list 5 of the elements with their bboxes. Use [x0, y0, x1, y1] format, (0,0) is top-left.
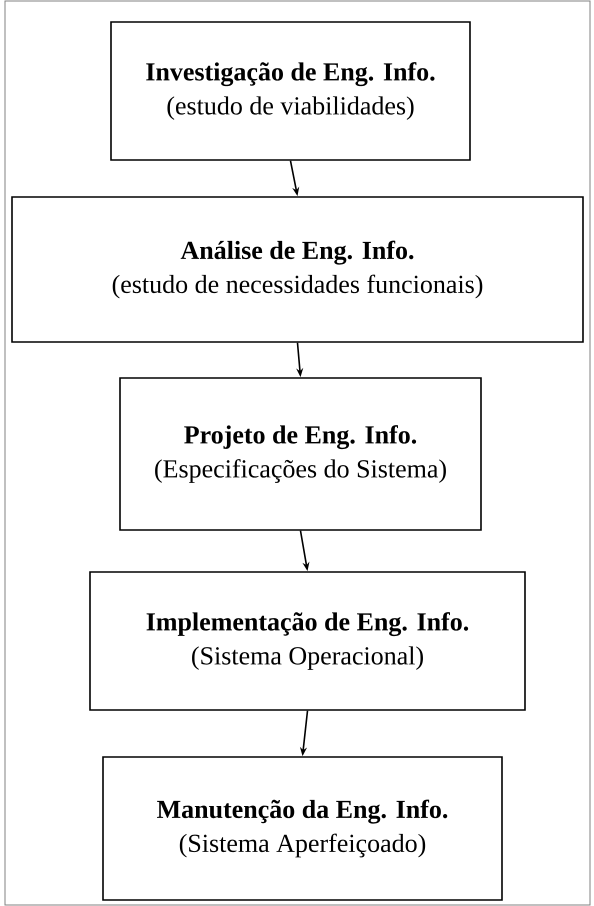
process-box: Análise de Eng. Info. (estudo de necessidades funcionais) [11, 196, 584, 343]
process-box: Investigação de Eng. Info. (estudo de viabilidades) [110, 21, 471, 161]
process-box: Manutenção da Eng. Info. (Sistema Aperfeiçoado) [102, 756, 503, 901]
process-box: Projeto de Eng. Info. (Especificações do Sistema) [119, 377, 482, 531]
process-box: Implementação de Eng. Info. (Sistema Operacional) [89, 571, 526, 711]
